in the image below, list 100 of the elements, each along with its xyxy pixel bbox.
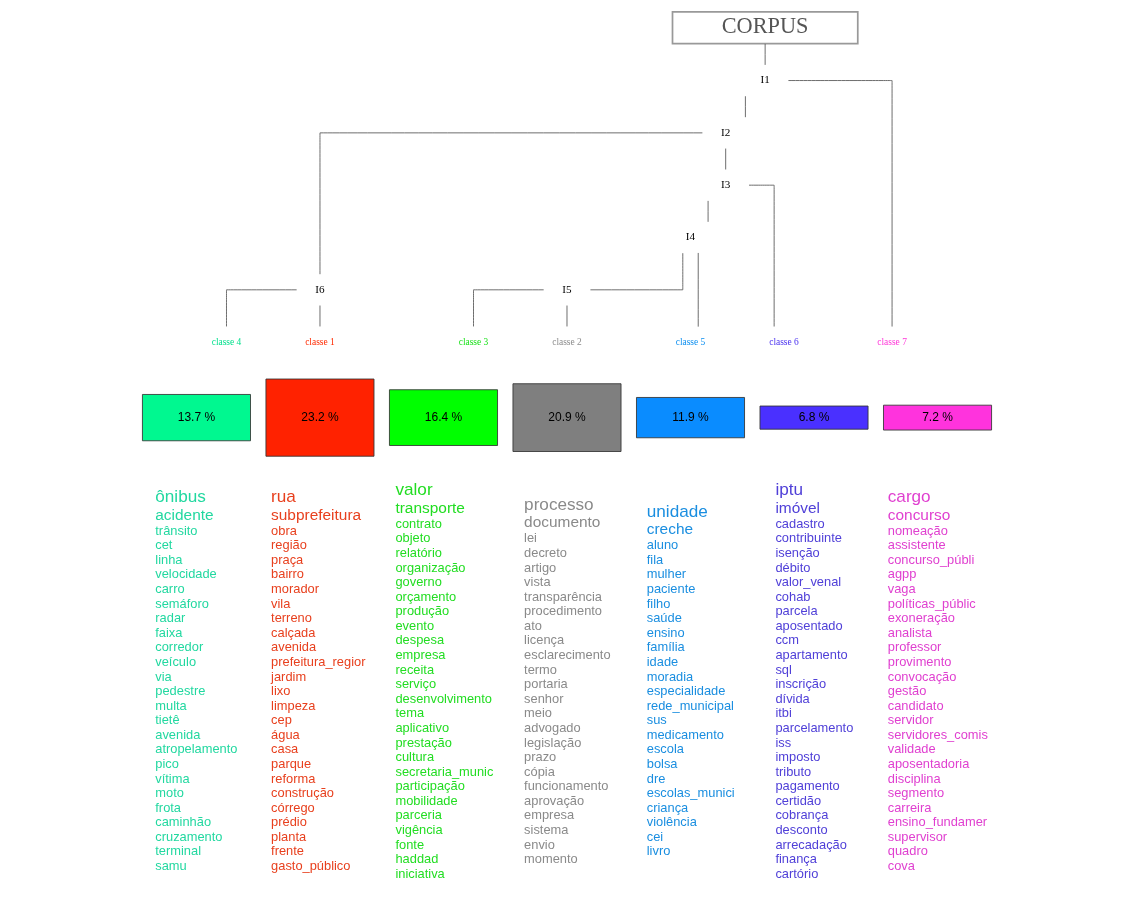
node-label: carreira (887, 799, 931, 815)
node-label: vila (270, 595, 290, 611)
node-label: processo (523, 493, 594, 514)
node-label: ensino (646, 624, 685, 640)
node-label: servidor (887, 712, 934, 728)
node-label: exoneração (887, 610, 955, 626)
node-label: medicamento (646, 726, 724, 742)
node-text: classe 2 (551, 336, 582, 347)
node-label: aprovação (523, 792, 584, 808)
node-label: empresa (523, 807, 574, 823)
node-label: atropelamento (154, 741, 238, 757)
node-label: moradia (646, 668, 693, 684)
node-label: despesa (394, 632, 444, 648)
connector (787, 80, 892, 327)
node-label: ensino_fundamer (887, 814, 987, 830)
node-label: concurso (887, 505, 950, 523)
node-label: apartamento (774, 647, 848, 663)
node-label: validade (887, 741, 936, 757)
node-label: família (646, 639, 685, 655)
node-label: artigo (523, 559, 556, 575)
node-label: procedimento (523, 603, 602, 619)
node-label: pedestre (154, 683, 205, 699)
node-label: cohab (774, 588, 810, 604)
node-label: idade (646, 653, 678, 669)
node-box: 23.2 % (265, 378, 374, 457)
connector (748, 184, 775, 327)
node-label: transporte (394, 498, 465, 516)
node-label: especialidade (646, 683, 725, 699)
node-label: empresa (394, 647, 445, 663)
node-label: praça (270, 551, 303, 567)
node-text: I1 (759, 73, 770, 86)
node-label: radar (154, 610, 185, 626)
node-label: políticas_públic (887, 595, 976, 611)
node-label: ccm (774, 632, 799, 648)
node-label: água (270, 726, 300, 742)
node-label: planta (270, 828, 306, 844)
node-label: ônibus (154, 486, 206, 507)
node-label: escolas_munici (646, 785, 735, 801)
node-label: acidente (154, 505, 214, 523)
node-label: supervisor (887, 828, 947, 844)
node-label: cargo (887, 486, 931, 507)
node-label: meio (523, 705, 552, 721)
node-label: faixa (154, 624, 182, 640)
node-label: desconto (774, 822, 828, 838)
node-label: concurso_públi (887, 551, 974, 567)
node-label: tributo (774, 763, 811, 779)
node-label: via (154, 668, 172, 684)
node-label: mobilidade (394, 792, 458, 808)
node-label: cobrança (774, 807, 828, 823)
node-label: cartório (774, 865, 818, 881)
node-label: imóvel (774, 498, 820, 516)
node-text: classe 3 (458, 336, 488, 347)
node-label: isenção (774, 545, 820, 560)
node-label: parque (270, 756, 311, 771)
node-text: I5 (561, 282, 572, 295)
node-label: casa (270, 741, 298, 757)
connector (724, 148, 726, 170)
node-label: itbi (774, 705, 792, 721)
node-text: classe 6 (768, 336, 799, 347)
connector (744, 95, 746, 118)
node-label: linha (154, 551, 182, 567)
node-label: quadro (887, 843, 928, 859)
connector (319, 132, 703, 275)
node-label: evento (394, 617, 434, 633)
node-label: vista (523, 574, 551, 590)
node-label: inscrição (774, 676, 826, 692)
node-label: tietê (154, 712, 180, 728)
node-label: certidão (774, 792, 821, 808)
node-label: transparência (523, 588, 602, 604)
node-label: candidato (887, 697, 944, 713)
node-box: 11.9 % (635, 397, 745, 439)
node-label: dívida (774, 690, 810, 706)
node-label: advogado (523, 719, 581, 735)
node-label: assistente (887, 537, 946, 553)
node-label: haddad (394, 851, 438, 867)
node-label: morador (270, 581, 319, 597)
node-label: valor_venal (774, 574, 841, 590)
node-text: classe 5 (675, 336, 705, 347)
node-box: 16.4 % (388, 389, 498, 446)
node-label: produção (394, 603, 449, 619)
node-label: orçamento (394, 588, 456, 604)
node-text: I3 (720, 178, 730, 191)
node-label: segmento (887, 785, 944, 801)
node-label: obra (270, 522, 297, 538)
node-label: terminal (154, 843, 201, 859)
node-label: bairro (270, 566, 304, 582)
node-label: prédio (270, 814, 307, 830)
node-label: corredor (154, 639, 203, 655)
node-label: cruzamento (154, 828, 222, 844)
node-label: iptu (774, 479, 803, 500)
node-label: terreno (270, 610, 312, 626)
node-label: decreto (523, 545, 567, 560)
node-label: saúde (646, 610, 682, 626)
node-label: parceria (394, 807, 442, 823)
node-box: 7.2 % (882, 404, 992, 431)
node-label: esclarecimento (523, 647, 611, 663)
node-label: iss (774, 734, 791, 750)
node-label: aposentado (774, 617, 843, 633)
node-label: vítima (154, 770, 190, 786)
node-label: cópia (523, 763, 555, 779)
